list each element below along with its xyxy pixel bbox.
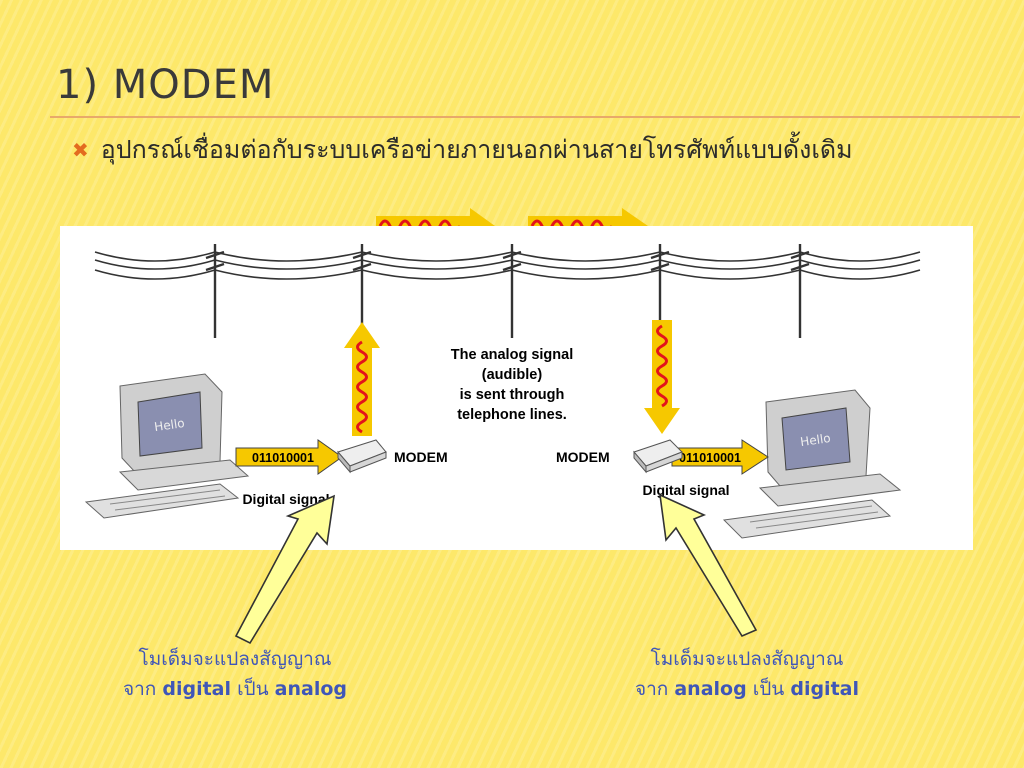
left-caption: โมเด็มจะแปลงสัญญาณ จาก digital เป็น anal…: [70, 644, 400, 704]
slide-title: 1) MODEM: [56, 62, 275, 108]
right-binary-arrow: 011010001: [671, 439, 769, 475]
center-description: The analog signal (audible) is sent thro…: [451, 347, 573, 423]
center-text-line-2: (audible): [482, 367, 543, 383]
right-caption: โมเด็มจะแปลงสัญญาณ จาก analog เป็น digit…: [582, 644, 912, 704]
right-signal-label: Digital signal: [642, 482, 729, 498]
left-modem: [337, 439, 387, 474]
right-caption-line-1: โมเด็มจะแปลงสัญญาณ: [650, 648, 844, 670]
x-mark-icon: ✖: [72, 138, 89, 162]
bullet-point: ✖ อุปกรณ์เชื่อมต่อกับระบบเครือข่ายภายนอก…: [72, 130, 853, 170]
left-signal-label: Digital signal: [242, 491, 329, 507]
center-text-line-3: is sent through: [460, 387, 565, 403]
left-binary-arrow: 011010001: [235, 439, 343, 475]
telephone-poles: [205, 244, 810, 338]
left-caption-to-term: analog: [274, 678, 347, 700]
title-divider: [50, 116, 1020, 118]
left-caption-from-term: digital: [162, 678, 232, 700]
left-caption-line-1: โมเด็มจะแปลงสัญญาณ: [138, 648, 332, 670]
right-caption-line-2: จาก analog เป็น digital: [635, 678, 859, 700]
right-binary-label: 011010001: [679, 451, 741, 465]
center-text-line-4: telephone lines.: [457, 407, 567, 423]
left-computer: Hello: [84, 373, 250, 519]
center-text-line-1: The analog signal: [451, 347, 573, 363]
diagram-panel: The analog signal (audible) is sent thro…: [60, 226, 973, 550]
right-screen-text: Hello: [799, 431, 831, 449]
right-caption-from-term: analog: [674, 678, 747, 700]
right-modem: [633, 439, 683, 474]
left-caption-line-2: จาก digital เป็น analog: [123, 678, 347, 700]
left-screen-text: Hello: [153, 416, 185, 434]
analog-arrow-down: [644, 320, 680, 434]
left-modem-label: MODEM: [394, 449, 448, 465]
right-caption-to-term: digital: [790, 678, 859, 700]
analog-arrow-up: [344, 322, 380, 436]
left-binary-label: 011010001: [252, 451, 314, 465]
bullet-text: อุปกรณ์เชื่อมต่อกับระบบเครือข่ายภายนอกผ่…: [100, 135, 853, 164]
right-modem-label: MODEM: [556, 449, 610, 465]
modem-diagram: The analog signal (audible) is sent thro…: [84, 244, 921, 539]
right-computer: Hello: [722, 389, 902, 539]
